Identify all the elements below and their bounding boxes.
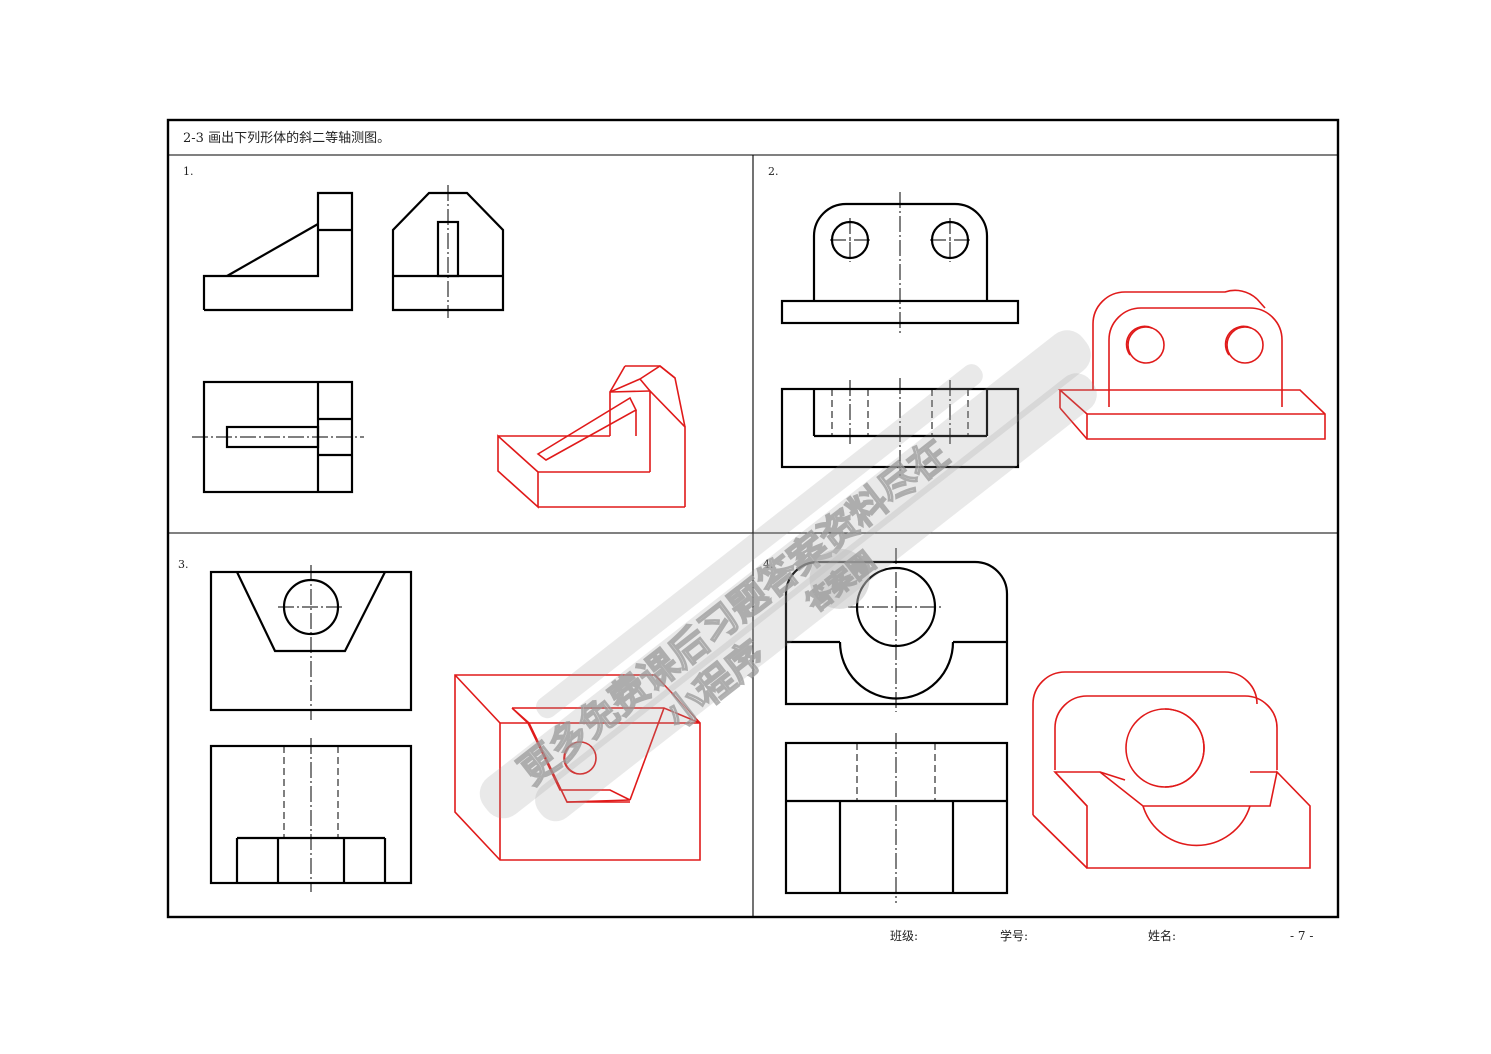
problem-4-label: 4. bbox=[763, 558, 774, 571]
sheet-frame bbox=[166, 118, 1340, 919]
problem-4-top-view bbox=[784, 733, 1009, 903]
problem-3-label: 3. bbox=[178, 558, 189, 571]
class-label: 班级: bbox=[890, 929, 918, 943]
problem-2-top-view bbox=[780, 378, 1020, 476]
watermark-line-1: 更多免费课后习题答案资料尽在 bbox=[510, 431, 956, 793]
problem-1-label: 1. bbox=[183, 165, 194, 178]
problem-2-front-view bbox=[780, 192, 1020, 333]
name-label: 姓名: bbox=[1148, 928, 1176, 943]
problem-2-label: 2. bbox=[768, 165, 779, 178]
problem-1-side-view bbox=[391, 185, 505, 318]
exercise-title: 2-3 画出下列形体的斜二等轴测图。 bbox=[183, 130, 390, 146]
problem-3-front-view bbox=[209, 565, 413, 720]
problem-1-front-view bbox=[202, 191, 354, 312]
problem-4-front-view bbox=[784, 548, 1009, 712]
problem-3-top-view bbox=[209, 738, 413, 892]
page-number: - 7 - bbox=[1290, 929, 1313, 943]
problem-1-top-view bbox=[192, 380, 364, 494]
problem-1-oblique-answer bbox=[497, 365, 686, 509]
watermark: 更多免费课后习题答案资料尽在 小程序 答案圈 bbox=[479, 330, 1097, 822]
problem-2-oblique-answer bbox=[1057, 289, 1326, 440]
problem-3-oblique-answer bbox=[454, 674, 701, 861]
problem-4-oblique-answer bbox=[1032, 671, 1311, 869]
student-id-label: 学号: bbox=[1000, 928, 1028, 943]
